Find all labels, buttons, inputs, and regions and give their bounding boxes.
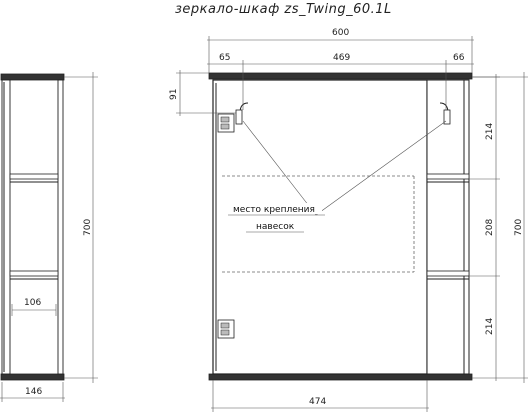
side-shelf-upper [9, 173, 59, 180]
dim-total-width: 600 [332, 28, 349, 38]
hinge-upper-icon [217, 113, 235, 133]
hinge-lower-icon [217, 319, 235, 339]
dim-side-height: 700 [83, 219, 93, 236]
note-mounting-line1: место крепления [233, 205, 315, 215]
note-mounting-line2: навесок [256, 222, 295, 232]
side-front-wall [57, 79, 64, 375]
leader-line-right [315, 120, 447, 216]
dim-shelf-middle: 208 [485, 219, 495, 236]
dim-shelf-upper: 214 [485, 123, 495, 140]
leader-line-left [242, 120, 317, 216]
front-top-cap [208, 72, 473, 80]
front-bottom-cap [208, 373, 473, 381]
hanging-hook-left-icon [235, 102, 249, 125]
dim-shelf-lower: 214 [485, 318, 495, 335]
front-shelf-lower [426, 270, 470, 277]
front-view: место крепления навесок 600 65 469 66 91… [169, 28, 528, 412]
front-shelf-upper [426, 173, 470, 180]
side-back-wall [1, 79, 11, 375]
dim-left-offset: 65 [219, 53, 230, 63]
mirror-door [212, 79, 428, 375]
side-bottom-cap [0, 373, 65, 381]
dim-mirror-width: 474 [309, 397, 326, 407]
drawing-title: зеркало-шкаф zs_Twing_60.1L [175, 2, 392, 17]
dim-right-offset: 66 [453, 53, 465, 63]
dim-center-width: 469 [333, 53, 350, 63]
side-shelf-lower [9, 270, 59, 277]
side-top-cap [0, 73, 65, 81]
dim-top-offset: 91 [169, 89, 179, 100]
open-shelves-column [426, 79, 470, 375]
dim-side-depth: 146 [25, 387, 42, 397]
dim-front-height: 700 [514, 219, 524, 236]
side-view: 106 146 700 [0, 72, 98, 402]
dim-side-inner: 106 [24, 298, 41, 308]
